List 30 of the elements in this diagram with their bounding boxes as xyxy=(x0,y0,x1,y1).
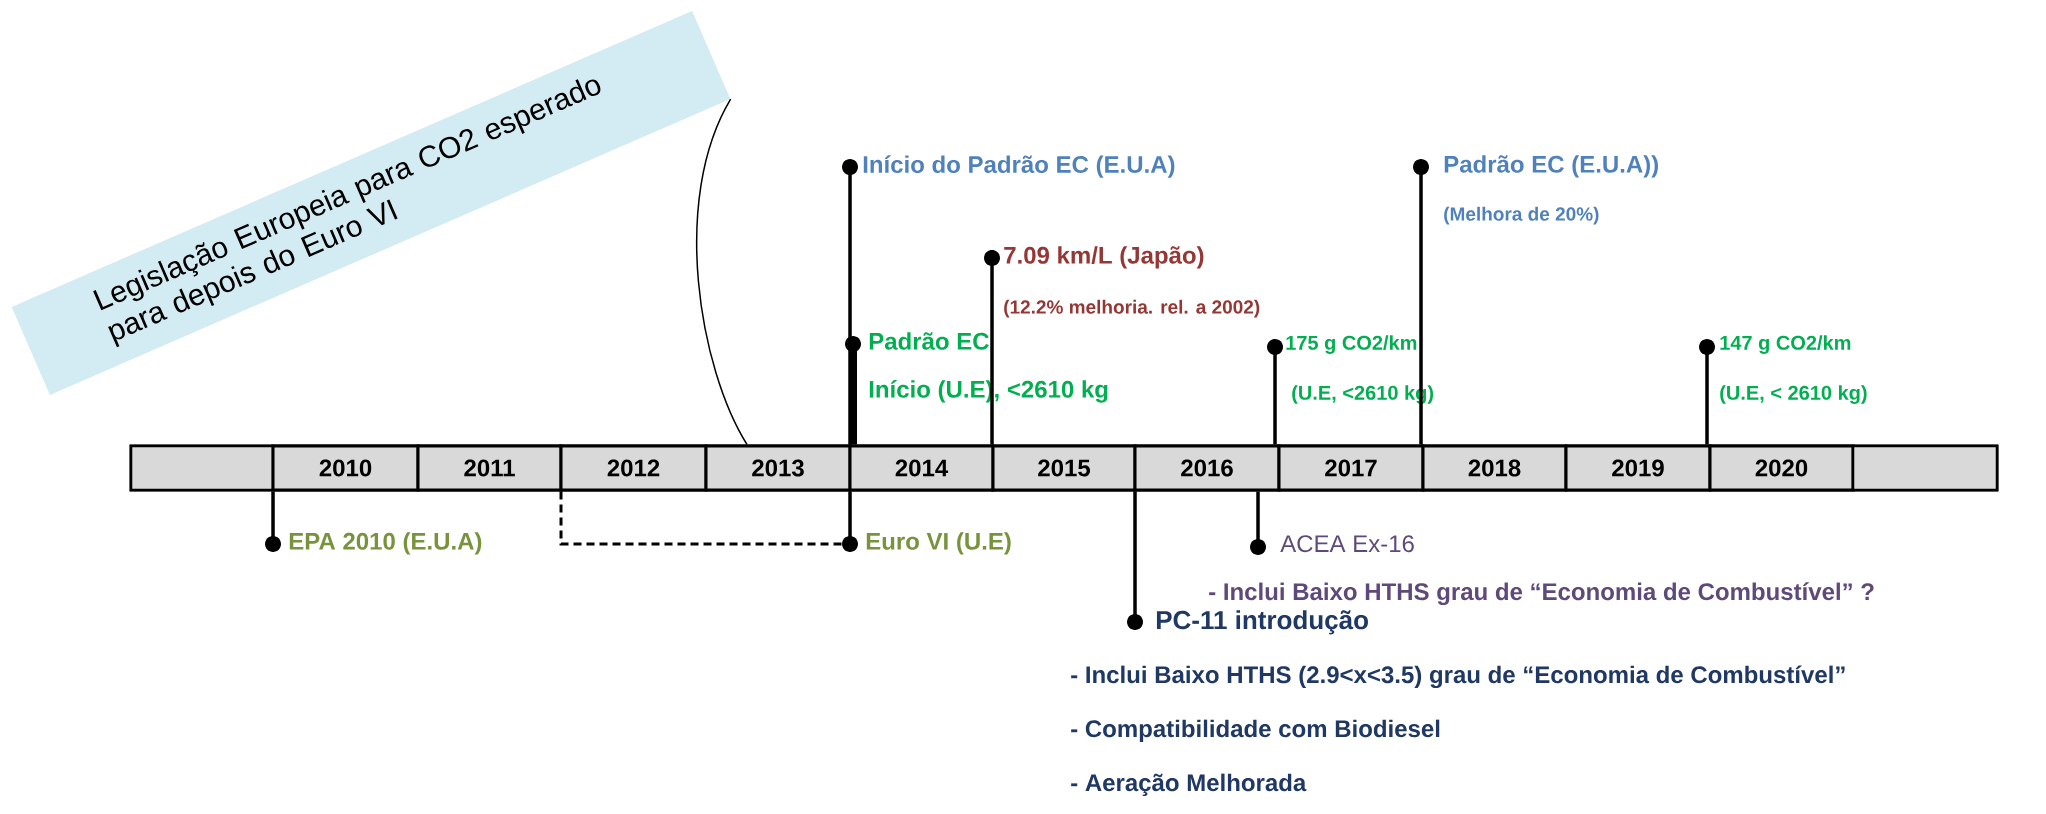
year-cell: 2017 xyxy=(1277,444,1425,492)
event-label: PC-11 introdução - Inclui Baixo HTHS (2.9<x<3.5) grau de “Economia de Combustível” - Compatibilidade com Biodiesel - Aeração Melhorada xyxy=(1071,610,1845,796)
year-cell: 2016 xyxy=(1133,444,1281,492)
year-cell: 2015 xyxy=(991,444,1137,492)
year-cell: 2020 xyxy=(1708,444,1855,492)
year-cell: 2013 xyxy=(704,444,852,492)
event-label: EPA 2010 (E.U.A) xyxy=(289,532,482,555)
event-label: Padrão EC (E.U.A)) (Melhora de 20%) xyxy=(1444,155,1658,225)
year-cell: 2019 xyxy=(1564,444,1712,492)
pin-line xyxy=(842,491,858,552)
event-label: Início do Padrão EC (E.U.A) xyxy=(863,155,1175,178)
dashed-connector xyxy=(559,491,842,546)
year-cell: 2018 xyxy=(1421,444,1568,492)
pin-line xyxy=(842,159,858,445)
year-cell: 2014 xyxy=(848,444,995,492)
pin-line xyxy=(265,491,281,552)
event-label: 147 g CO2/km (U.E, < 2610 kg) xyxy=(1720,335,1867,404)
pin-line xyxy=(1250,491,1266,555)
event-label: 7.09 km/L (Japão) (12.2% melhoria. rel. a 2002) xyxy=(1004,246,1260,318)
event-label: ACEA Ex-16 - Inclui Baixo HTHS grau de “Economia de Combustível” ? xyxy=(1209,535,1874,606)
event-label: Euro VI (U.E) xyxy=(866,532,1011,555)
leader-line xyxy=(696,98,748,446)
year-cell: 2012 xyxy=(559,444,708,492)
year-cell: 2011 xyxy=(416,444,563,492)
pin-line xyxy=(1413,159,1429,445)
pin-line xyxy=(1267,339,1283,445)
year-cell: 2010 xyxy=(271,444,420,492)
pin-line xyxy=(1699,339,1715,445)
pin-line xyxy=(984,250,1000,445)
pin-line xyxy=(1127,491,1143,630)
